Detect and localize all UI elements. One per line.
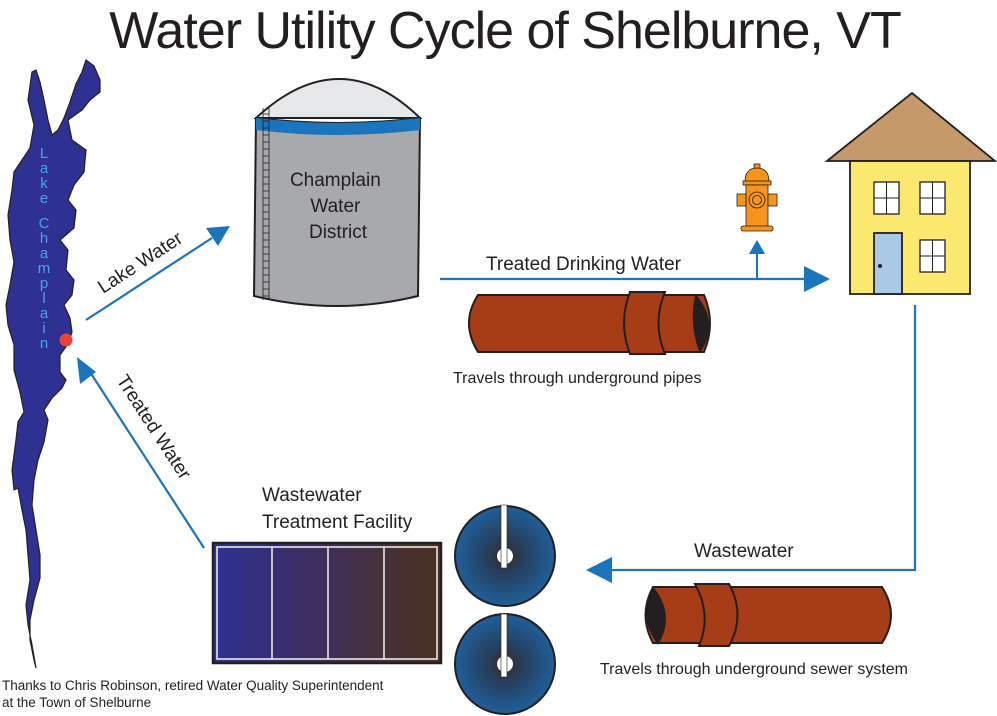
lake-shape bbox=[5, 59, 101, 669]
lake-label-letter: C bbox=[39, 215, 50, 232]
lake-label-letter: i bbox=[42, 320, 45, 337]
tank-label: Champlain Water District bbox=[290, 170, 386, 243]
intake-marker bbox=[59, 333, 73, 347]
sewer-pipe: Travels through underground sewer system bbox=[600, 583, 908, 678]
treated-water-label: Treated Water bbox=[112, 371, 195, 484]
treatment-facility: Wastewater Treatment Facility bbox=[211, 485, 556, 715]
treated-water-flow: Treated Water bbox=[77, 357, 205, 549]
treated-water-arrowhead bbox=[77, 357, 96, 384]
lake-label-letter: l bbox=[42, 290, 45, 307]
lake-label-letter: m bbox=[38, 260, 51, 277]
basin-dividers bbox=[216, 546, 438, 660]
wastewater-flow: Wastewater bbox=[586, 305, 917, 583]
lake-label-letter: a bbox=[40, 160, 49, 177]
drinking-water-pipe: Travels through underground pipes bbox=[453, 291, 711, 387]
tank-body bbox=[252, 116, 422, 307]
credit-line-1: Thanks to Chris Robinson, retired Water … bbox=[2, 678, 384, 693]
house-icon bbox=[824, 91, 997, 295]
lake-water-arrow bbox=[85, 237, 213, 321]
tank-band bbox=[256, 118, 420, 135]
door-knob bbox=[878, 264, 882, 268]
lake-label-letter: p bbox=[40, 275, 48, 292]
credit-line-2: at the Town of Shelburne bbox=[2, 695, 152, 710]
hydrant-branch-arrowhead bbox=[749, 240, 765, 254]
credit-note: Thanks to Chris Robinson, retired Water … bbox=[2, 677, 432, 711]
lake-water-flow: Lake Water bbox=[85, 226, 230, 321]
tank-ladder bbox=[262, 108, 270, 300]
house-windows bbox=[873, 181, 946, 273]
lake-label-letter: e bbox=[40, 190, 48, 207]
treated-drinking-water-flow: Treated Drinking Water bbox=[440, 240, 830, 292]
fire-hydrant-icon bbox=[736, 163, 778, 232]
lake-label-letter: a bbox=[40, 305, 49, 322]
lake-label-letter: k bbox=[40, 175, 48, 192]
house-door bbox=[873, 232, 903, 295]
lake-water-arrowhead bbox=[206, 226, 230, 246]
diagram-title: Water Utility Cycle of Shelburne, VT bbox=[109, 2, 901, 60]
house-wall bbox=[849, 160, 971, 295]
facility-label: Wastewater Treatment Facility bbox=[262, 485, 413, 533]
drinking-pipe-caption: Travels through underground pipes bbox=[453, 370, 701, 387]
treated-water-arrow bbox=[89, 371, 205, 549]
tank-dome bbox=[253, 78, 423, 119]
clarifier-icon bbox=[454, 504, 556, 607]
lake-label-letter: h bbox=[40, 230, 48, 247]
treated-drinking-water-label: Treated Drinking Water bbox=[486, 254, 682, 275]
wastewater-arrowhead bbox=[586, 557, 612, 583]
lake-label-letter: L bbox=[40, 145, 48, 162]
wastewater-line bbox=[612, 305, 917, 572]
lake-label-letter: n bbox=[40, 335, 48, 352]
drinking-water-arrowhead bbox=[804, 266, 830, 292]
water-tank: Champlain Water District bbox=[252, 78, 423, 307]
house-roof bbox=[824, 91, 997, 162]
clarifier-icon bbox=[454, 613, 556, 715]
sewer-pipe-caption: Travels through underground sewer system bbox=[600, 661, 908, 678]
wastewater-label: Wastewater bbox=[694, 541, 794, 562]
treatment-basin bbox=[211, 541, 443, 665]
lake-label-letter: a bbox=[40, 245, 49, 262]
